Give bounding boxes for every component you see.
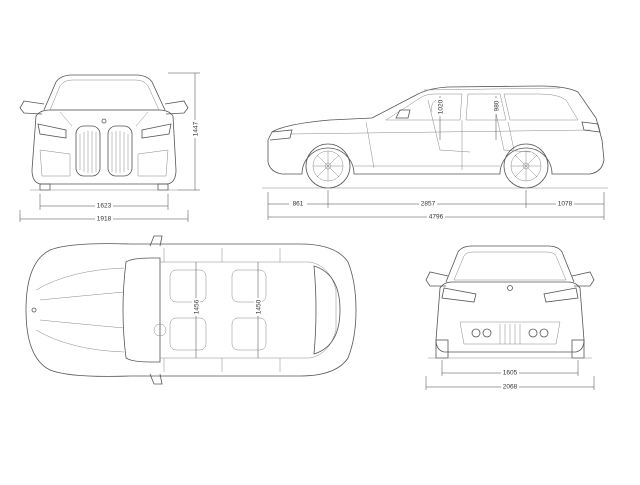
rear-badge-icon bbox=[507, 285, 513, 291]
side-rear-seat bbox=[493, 103, 531, 153]
side-mirror bbox=[395, 109, 411, 119]
side-tail-light bbox=[581, 121, 601, 133]
rear-headroom-label: 980 bbox=[494, 100, 501, 111]
front-windshield bbox=[49, 79, 160, 111]
overall-height-label: 1447 bbox=[193, 121, 200, 136]
top-rear-right-seat bbox=[231, 317, 267, 351]
side-door-lines bbox=[365, 120, 515, 170]
top-windshield bbox=[122, 257, 161, 363]
front-overall-width-label: 1918 bbox=[97, 216, 112, 223]
rear-exhaust-3 bbox=[528, 328, 538, 338]
side-front-seat bbox=[427, 99, 471, 153]
front-left-kidney-grille bbox=[75, 125, 101, 177]
front-bonnet-crease bbox=[59, 111, 149, 127]
rear-right-tail-light bbox=[543, 287, 579, 303]
front-track-width-label: 1623 bbox=[97, 203, 112, 210]
rear-left-mirror bbox=[425, 271, 449, 287]
rear-diffuser-fins bbox=[499, 324, 521, 344]
rear-left-tail-light bbox=[441, 287, 477, 303]
top-rear-window bbox=[313, 265, 341, 355]
side-roof-rail bbox=[423, 87, 561, 91]
overall-length-label: 4796 bbox=[429, 214, 444, 221]
top-door-lines bbox=[163, 248, 281, 372]
front-left-tyre bbox=[39, 183, 51, 191]
front-grille-slats bbox=[79, 131, 129, 173]
front-right-air-intake bbox=[137, 149, 169, 177]
front-right-headlight bbox=[141, 123, 172, 139]
front-right-tyre bbox=[157, 183, 169, 191]
rear-view: 1605 2068 bbox=[425, 245, 595, 391]
front-interior-width-label: 1456 bbox=[194, 299, 201, 314]
top-front-left-seat bbox=[169, 269, 207, 303]
top-rear-left-seat bbox=[231, 269, 267, 303]
rear-track-label: 1605 bbox=[503, 370, 518, 377]
front-dimension-lines bbox=[19, 72, 200, 222]
rear-exhaust-4 bbox=[539, 328, 549, 338]
front-headroom-label: 1020 bbox=[438, 99, 445, 114]
rear-diffuser bbox=[459, 321, 561, 345]
side-view: 1020 980 861 2857 1078 4796 bbox=[262, 85, 608, 221]
side-rear-wheel bbox=[503, 143, 549, 189]
front-view: 1623 1918 1447 bbox=[19, 72, 200, 223]
front-body-outline bbox=[31, 109, 177, 185]
top-right-mirror bbox=[149, 373, 163, 385]
front-left-headlight bbox=[37, 123, 67, 139]
rear-right-mirror bbox=[571, 271, 595, 287]
front-right-kidney-grille bbox=[107, 125, 133, 177]
front-left-mirror bbox=[19, 100, 45, 115]
rear-window bbox=[453, 251, 567, 281]
front-roof-outline bbox=[43, 74, 166, 111]
rear-left-tyre bbox=[435, 339, 449, 359]
side-window-front bbox=[385, 93, 463, 121]
rear-right-tyre bbox=[571, 339, 585, 359]
rear-roof-outline bbox=[445, 245, 575, 283]
front-left-air-intake bbox=[39, 149, 71, 177]
width-with-mirrors-label: 2068 bbox=[503, 384, 518, 391]
front-right-mirror bbox=[164, 100, 189, 115]
rear-overhang-label: 1078 bbox=[558, 201, 573, 208]
top-badge-icon bbox=[31, 307, 37, 313]
rear-exhaust-1 bbox=[471, 328, 481, 338]
front-badge-icon bbox=[101, 118, 107, 124]
top-view: 1456 1450 bbox=[25, 235, 357, 385]
top-bonnet-creases bbox=[35, 267, 125, 353]
top-cabin-glass bbox=[160, 261, 337, 359]
side-window-rear bbox=[465, 93, 507, 121]
side-front-wheel bbox=[305, 143, 351, 189]
front-overhang-label: 861 bbox=[293, 201, 304, 208]
top-front-right-seat bbox=[169, 317, 207, 351]
side-window-quarter bbox=[503, 93, 579, 121]
top-left-mirror bbox=[149, 235, 163, 247]
side-headlight bbox=[269, 129, 293, 141]
top-steering-wheel-icon bbox=[153, 323, 167, 337]
rear-interior-width-label: 1450 bbox=[256, 299, 263, 314]
rear-exhaust-2 bbox=[482, 328, 492, 338]
top-body-outline bbox=[25, 243, 357, 377]
wheelbase-label: 2857 bbox=[421, 201, 436, 208]
